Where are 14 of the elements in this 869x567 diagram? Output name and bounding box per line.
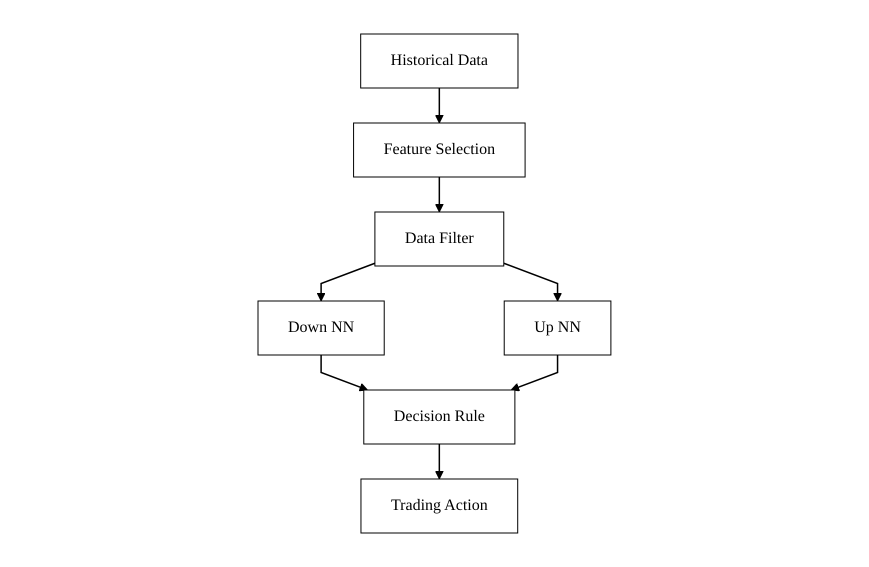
arrow bbox=[504, 262, 562, 302]
arrow bbox=[434, 88, 444, 124]
arrow bbox=[434, 177, 444, 212]
node-box: Up NN bbox=[504, 300, 612, 356]
arrow bbox=[434, 444, 444, 480]
arrow bbox=[510, 355, 558, 392]
node-box: Decision Rule bbox=[363, 390, 516, 444]
arrow bbox=[316, 262, 376, 302]
arrow bbox=[320, 355, 368, 392]
node-box: Historical Data bbox=[360, 34, 519, 88]
node-box: Feature Selection bbox=[353, 122, 526, 178]
node-box: Trading Action bbox=[360, 478, 518, 534]
node-box: Down NN bbox=[258, 300, 385, 356]
node-box: Data Filter bbox=[374, 212, 504, 266]
